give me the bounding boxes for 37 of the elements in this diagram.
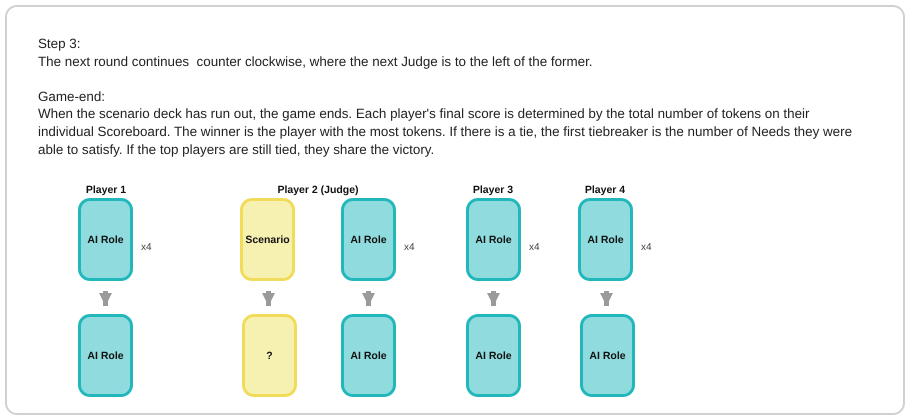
role-card — [78, 198, 133, 281]
card-label: AI Role — [475, 350, 512, 362]
count-label: x4 — [529, 242, 540, 253]
section-heading: Step 3: — [38, 35, 82, 53]
count-label: x4 — [641, 242, 652, 253]
section-heading: Game-end: — [38, 88, 106, 106]
card-label: AI Role — [350, 350, 387, 362]
count-label: x4 — [141, 242, 152, 253]
player-heading: Player 4 — [584, 183, 626, 198]
card-label: ? — [266, 350, 273, 362]
player-heading: Player 1 — [84, 183, 128, 198]
role-card — [578, 198, 633, 281]
arrow — [487, 291, 500, 306]
player-heading: Player 3 — [472, 183, 514, 198]
card-label: AI Role — [350, 234, 387, 246]
scenario-card — [240, 198, 295, 281]
card-label: Scenario — [245, 234, 290, 246]
role-card — [466, 314, 521, 397]
role-card — [466, 198, 521, 281]
role-card — [580, 314, 635, 397]
arrow — [362, 291, 375, 306]
arrow — [99, 291, 112, 306]
scenario-card — [242, 314, 297, 397]
card-label: AI Role — [87, 350, 124, 362]
arrow — [600, 291, 613, 306]
card-label: AI Role — [589, 350, 626, 362]
paragraph: The next round continues counter clockwise, where the next Judge is to the left of the former. — [38, 53, 594, 71]
card-label: AI Role — [87, 234, 124, 246]
card-label: AI Role — [587, 234, 624, 246]
count-label: x4 — [404, 242, 415, 253]
paragraph: When the scenario deck has run out, the game ends. Each player's final score is determined by the total number of tokens on their individual Scoreboard. The winner is the player with the most tokens. If there is a tie, the first tiebreaker is the number of Needs they were able to satisfy. If the top players are still tied, they share the victory. — [38, 105, 854, 159]
arrow — [262, 291, 275, 306]
role-card — [341, 198, 396, 281]
card-label: AI Role — [475, 234, 512, 246]
role-card — [78, 314, 133, 397]
role-card — [341, 314, 396, 397]
player-heading: Player 2 (Judge) — [276, 183, 360, 198]
